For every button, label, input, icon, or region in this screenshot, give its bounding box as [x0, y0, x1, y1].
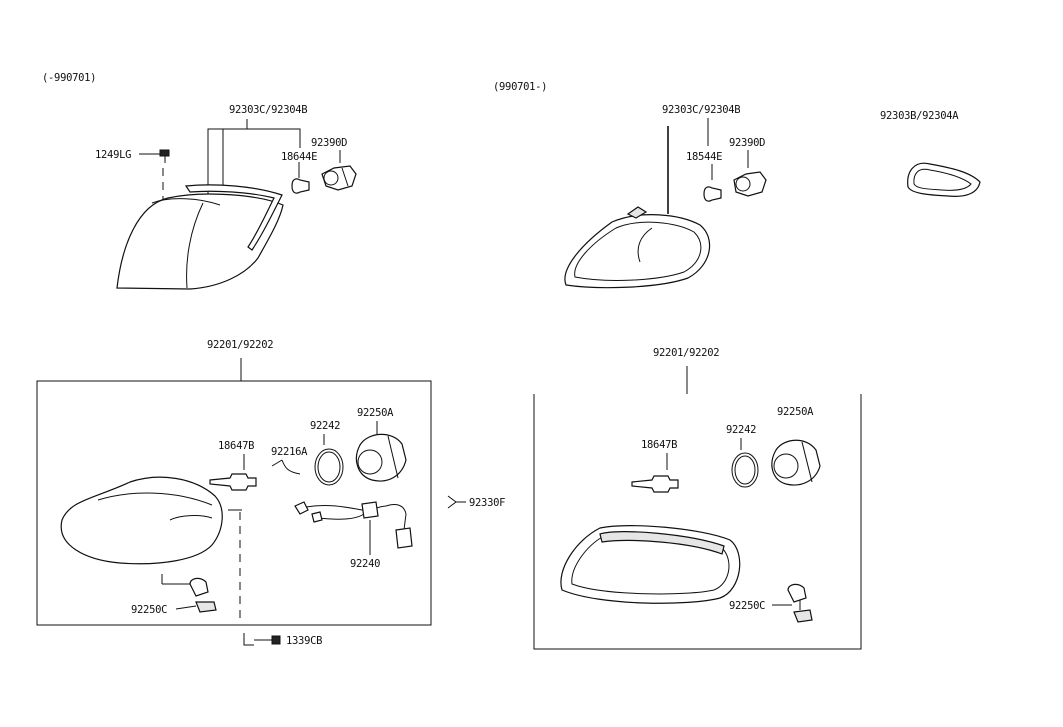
label-left-socket[interactable]: 92390D [311, 137, 347, 149]
label-left-clip[interactable]: 92216A [271, 446, 308, 458]
left-fog-lamp-group: 92201/92202 18647B 92216A 92242 92250A [36, 339, 432, 647]
left-fog-assy-box [36, 380, 432, 626]
center-connector-group: 92330F [447, 495, 505, 509]
left-corner-lamp-part [116, 193, 284, 290]
label-left-bolt[interactable]: 1339CB [286, 635, 322, 647]
bulb-18647b-right-part [631, 475, 679, 493]
right-fog-lamp-group: 92201/92202 18647B 92242 92250A 92250C [533, 347, 862, 650]
socket-92390d-part [321, 165, 357, 191]
gasket-92242-part [314, 448, 344, 486]
date-range-right: (990701-) [493, 81, 547, 93]
label-left-bracket[interactable]: 92250C [131, 604, 167, 616]
label-right-lens[interactable]: 92303B/92304A [880, 110, 960, 122]
label-right-fog-socket[interactable]: 92250A [777, 406, 814, 418]
label-right-bulb[interactable]: 18544E [686, 151, 722, 163]
label-left-corner-lamp[interactable]: 92303C/92304B [229, 104, 308, 116]
screw-1249lg-part [159, 149, 170, 157]
lens-92303b-part [907, 162, 981, 197]
leader-left-corner-lamp [207, 128, 301, 203]
bulb-18544e-part [703, 186, 722, 202]
label-right-corner-lamp[interactable]: 92303C/92304B [662, 104, 741, 116]
label-right-fog-bulb[interactable]: 18647B [641, 439, 677, 451]
label-left-fog-bulb[interactable]: 18647B [218, 440, 254, 452]
label-right-socket[interactable]: 92390D [729, 137, 765, 149]
label-right-gasket[interactable]: 92242 [726, 424, 756, 436]
label-left-fog-assy[interactable]: 92201/92202 [207, 339, 274, 351]
bulb-18647b-part [209, 473, 257, 491]
label-right-fog-assy[interactable]: 92201/92202 [653, 347, 720, 359]
date-range-left: (-990701) [42, 72, 96, 84]
bracket-92250c-part [195, 601, 217, 613]
gasket-92242-right-part [731, 452, 759, 488]
connector-92330f-part [447, 495, 457, 509]
socket-92250a-right-part [771, 439, 821, 486]
label-left-fog-socket[interactable]: 92250A [357, 407, 394, 419]
label-left-bulb[interactable]: 18644E [281, 151, 317, 163]
right-corner-lamp-part [564, 214, 711, 289]
right-fog-assy-box [533, 394, 862, 650]
bulb-18644e-part [291, 178, 310, 194]
label-right-bracket[interactable]: 92250C [729, 600, 765, 612]
label-left-harness[interactable]: 92240 [350, 558, 380, 570]
label-center-connector[interactable]: 92330F [469, 497, 505, 509]
label-left-gasket[interactable]: 92242 [310, 420, 340, 432]
bracket-92250c-right-part [793, 609, 813, 623]
right-corner-lamp-group: 92303C/92304B 18544E 92390D 92303B/92304… [564, 104, 981, 289]
label-left-screw[interactable]: 1249LG [95, 149, 131, 161]
left-corner-lamp-group: 92303C/92304B 1249LG 18644E 92390D [95, 104, 357, 290]
bolt-1339cb-part [271, 635, 281, 645]
left-fog-lamp-housing-part [60, 476, 223, 565]
clip-92216a-part [271, 459, 301, 475]
